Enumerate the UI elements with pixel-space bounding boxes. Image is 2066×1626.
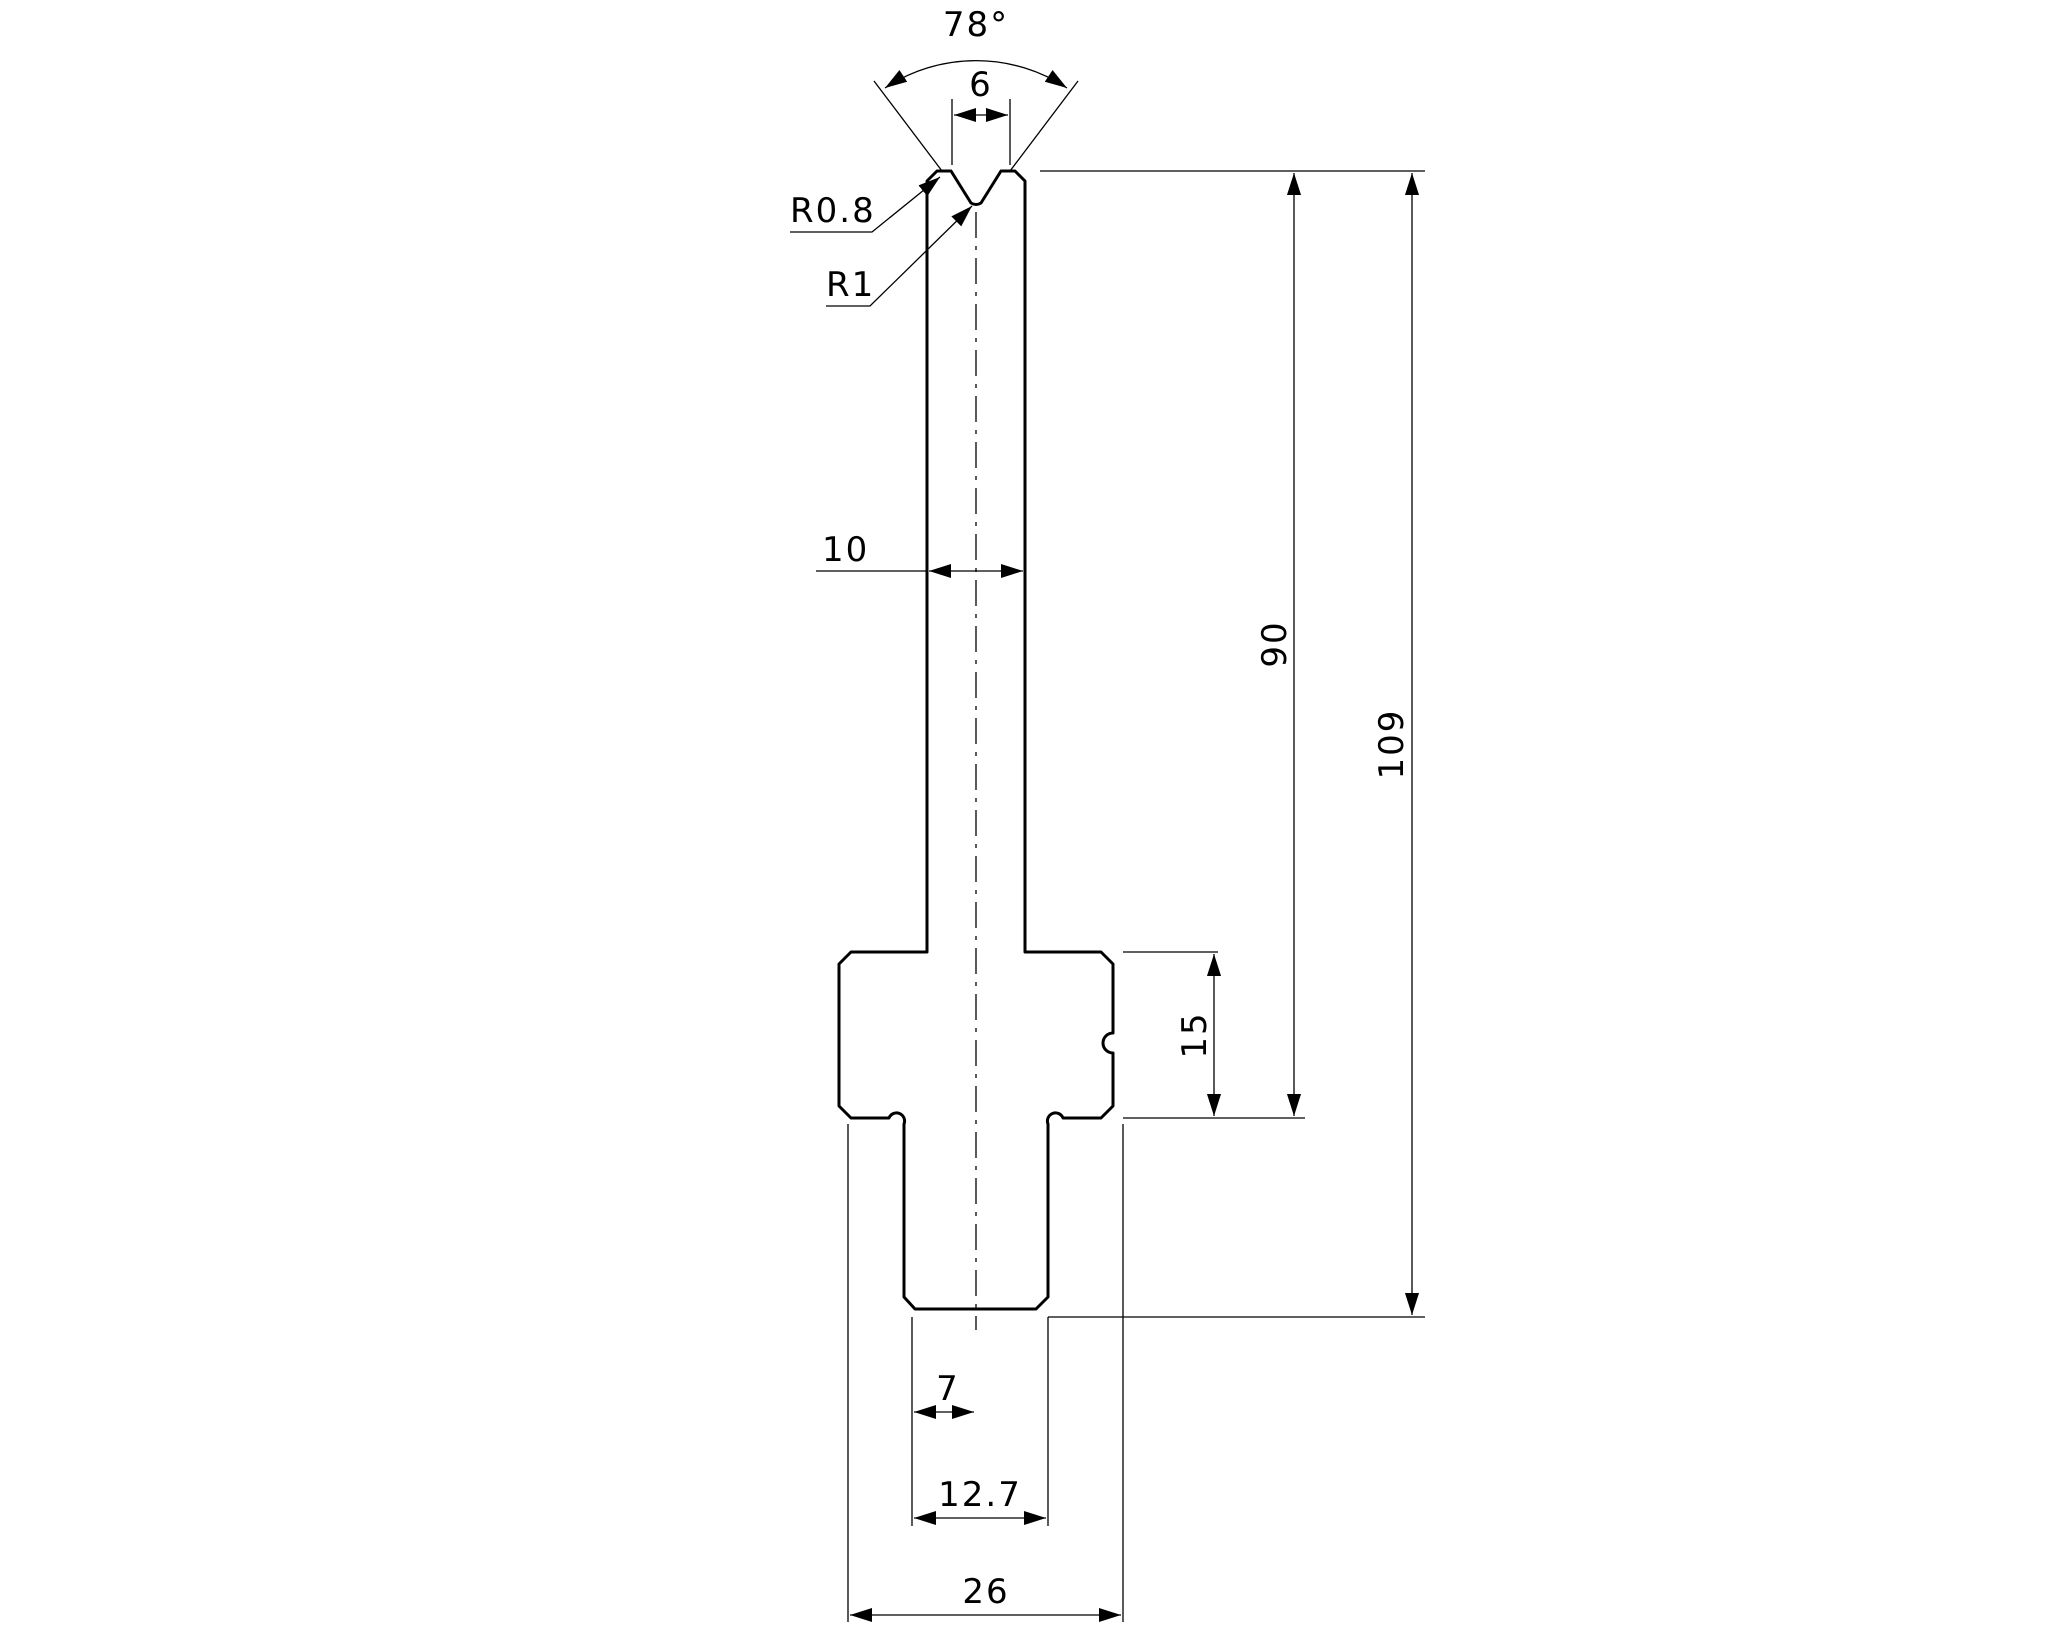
tang-width-label-12-7: 12.7 (938, 1475, 1022, 1515)
height-109-label: 109 (1372, 709, 1412, 780)
angle-label-78: 78° (943, 5, 1009, 45)
angle-extension-right (1009, 80, 1079, 172)
height-90-label: 90 (1255, 620, 1295, 667)
die-profile-outline (837, 169, 1115, 1311)
half-tang-label-7: 7 (936, 1369, 960, 1409)
angle-extension-left (873, 80, 943, 172)
base-width-label-26: 26 (962, 1572, 1009, 1612)
body-width-label-10: 10 (822, 530, 869, 570)
radius-inner-label: R1 (826, 265, 875, 305)
clamp-height-label-15: 15 (1175, 1011, 1215, 1058)
angle-arc-78 (884, 60, 1068, 89)
radius-outer-leader (790, 176, 941, 233)
radius-inner-leader (826, 205, 973, 307)
opening-label-6: 6 (969, 65, 993, 105)
radius-outer-label: R0.8 (790, 191, 876, 231)
